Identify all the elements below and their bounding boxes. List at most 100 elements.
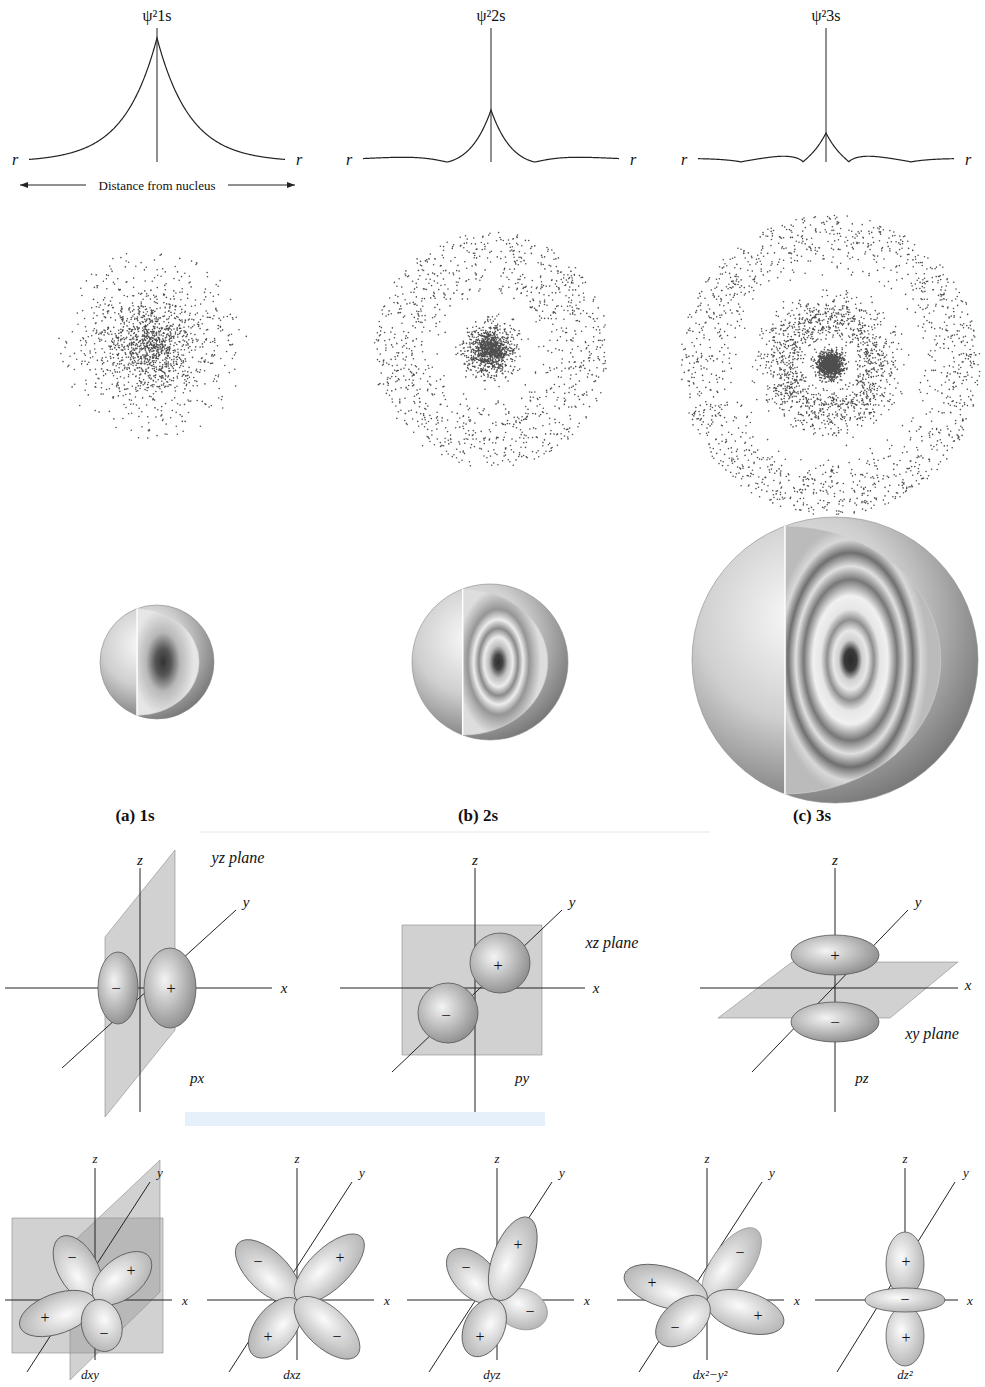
density-axis-label: ψ²1s [142,8,171,24]
phase-sign: − [525,1304,534,1320]
orbital-lobe [98,952,138,1024]
nucleus-line [826,28,827,162]
phase-sign: − [99,1326,108,1342]
axis-label: x [965,978,972,993]
axis-label: z [472,853,478,868]
x-axis [700,988,958,989]
phase-sign: + [263,1329,272,1345]
axis-label: x [384,1294,390,1307]
cut-edge [462,589,464,735]
axis-label: x [584,1294,590,1307]
orbital-label: dx²−y² [693,1368,728,1381]
y-axis [429,1182,552,1372]
sphere-cross-section [463,589,548,735]
density-axis-label: ψ²2s [476,8,505,24]
y-axis [392,910,562,1072]
nucleus-line [157,28,158,162]
phase-sign: + [901,1254,910,1270]
axis-set [617,1168,784,1372]
phase-sign: + [40,1310,49,1326]
y-axis [62,910,236,1068]
y-axis [752,910,908,1072]
orbital-lobe [701,1281,789,1343]
orbital-lobe [886,1232,924,1296]
phase-sign: − [111,980,121,997]
y-axis [837,1182,955,1372]
axis-label: z [137,853,143,868]
distance-label: r [296,152,302,168]
orbital-lobe [453,1292,515,1364]
nodal-plane [402,925,542,1055]
orbital-lobe [478,1210,547,1307]
orbital-sphere [412,584,568,740]
axis-label: y [157,1166,163,1179]
orbital-lobe [76,1295,128,1356]
distance-label: r [12,152,18,168]
phase-sign: + [901,1330,910,1346]
axis-label: y [963,1166,969,1179]
orbital-lobe [646,1285,720,1357]
x-axis [5,988,272,989]
axis-label: x [281,981,288,996]
phase-sign: + [753,1308,762,1324]
plane-label: yz plane [212,850,265,866]
cut-edge [136,609,138,716]
y-axis [27,1182,150,1372]
orbital-lobe [791,1002,879,1042]
phase-sign: + [493,957,503,974]
z-axis [707,1168,708,1360]
phase-sign: + [830,947,840,964]
scan-band [185,1112,545,1126]
phase-sign: + [475,1329,484,1345]
nucleus-line [491,28,492,162]
orbital-lobe [470,933,530,993]
orbital-label: pz [855,1071,868,1086]
axis-label: z [92,1152,97,1165]
phase-sign: + [335,1250,344,1266]
axis-label: y [559,1166,565,1179]
phase-sign: + [647,1275,656,1291]
plane-label: xy plane [905,1026,959,1042]
electron-dot-cloud [58,253,247,439]
z-axis [835,868,836,1112]
axis-caption: Distance from nucleus [99,179,216,192]
phase-sign: − [735,1245,744,1261]
axis-label: y [915,895,922,910]
axis-label: y [769,1166,775,1179]
axis-label: z [494,1152,499,1165]
phase-sign: − [253,1254,262,1270]
phase-sign: + [126,1263,135,1279]
phase-sign: − [830,1014,840,1031]
orbital-lobe [144,948,196,1028]
orbital-label: dxy [81,1368,99,1381]
orbital-sphere [692,517,978,803]
axis-label: x [182,1294,188,1307]
cut-edge [784,526,786,794]
phase-sign: − [461,1260,470,1276]
z-axis [140,868,141,1112]
orbital-label: dyz [483,1368,500,1381]
orbital-label: dxz [283,1368,300,1381]
orbital-lobe [418,983,478,1043]
orbital-sphere [100,605,214,719]
orbital-lobe [865,1288,945,1312]
electron-dot-cloud [374,232,607,467]
axis-set [5,868,272,1112]
orbital-lobe [886,1306,924,1366]
axis-label: y [243,895,250,910]
axis-label: y [359,1166,365,1179]
panel-caption: (b) 2s [458,807,498,824]
axis-set [815,1168,958,1372]
orbital-label: dz² [897,1368,912,1381]
electron-dot-cloud [681,215,980,515]
phase-sign: − [670,1320,679,1336]
distance-arrow [20,185,86,186]
orbital-lobe [283,1285,370,1370]
axis-label: z [704,1152,709,1165]
axis-label: x [967,1294,973,1307]
sphere-cross-section [785,526,941,794]
sphere-cross-section [137,609,199,716]
distance-label: r [965,152,971,168]
